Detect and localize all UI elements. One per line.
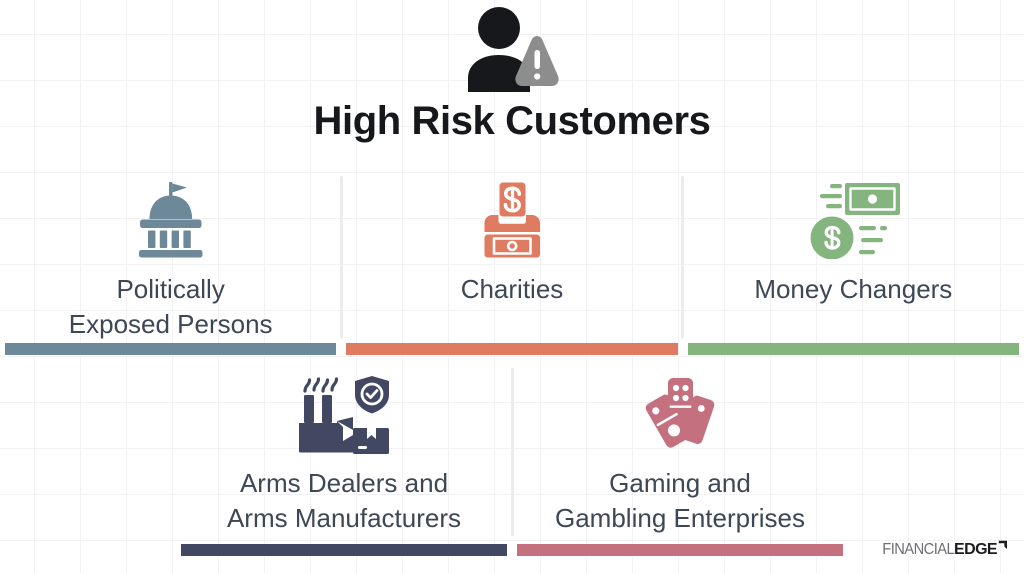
- card-label: Gaming and Gambling Enterprises: [555, 468, 805, 533]
- card-underline-bar: [346, 343, 678, 355]
- card-label: Arms Dealers and Arms Manufacturers: [226, 468, 462, 533]
- person-warning-icon: [468, 7, 559, 92]
- donation-box-icon: [478, 178, 546, 262]
- logo-edge-text: EDGE: [954, 541, 998, 558]
- card-row-top: Politically Exposed Persons: [0, 172, 1024, 355]
- corner-flag-mark: [998, 540, 1007, 549]
- card-row-bottom: Arms Dealers and Arms Manufacturers: [176, 366, 848, 556]
- card-underline-bar: [687, 343, 1019, 355]
- card-label: Money Changers: [754, 274, 953, 304]
- header: High Risk Customers: [0, 6, 1024, 144]
- card-label: Charities: [460, 274, 564, 304]
- dominoes-icon: [640, 372, 720, 456]
- brand-logo: FINANCIAL EDGE: [876, 540, 1008, 561]
- money-exchange-icon: [803, 178, 903, 262]
- logo-financial-text: FINANCIAL: [882, 541, 955, 558]
- page-title: High Risk Customers: [313, 99, 711, 143]
- weapons-factory-icon: [297, 372, 391, 456]
- card-label: Politically Exposed Persons: [68, 274, 273, 339]
- card-charities[interactable]: Charities: [339, 172, 682, 355]
- government-building-icon: [134, 178, 208, 262]
- card-underline-bar: [5, 343, 337, 355]
- card-underline-bar: [517, 544, 843, 556]
- card-money-changers[interactable]: Money Changers: [681, 172, 1024, 355]
- card-arms-dealers-and-manufacturers[interactable]: Arms Dealers and Arms Manufacturers: [176, 366, 512, 556]
- card-gaming-and-gambling-enterprises[interactable]: Gaming and Gambling Enterprises: [510, 366, 848, 556]
- card-politically-exposed-persons[interactable]: Politically Exposed Persons: [0, 172, 341, 355]
- card-underline-bar: [181, 544, 507, 556]
